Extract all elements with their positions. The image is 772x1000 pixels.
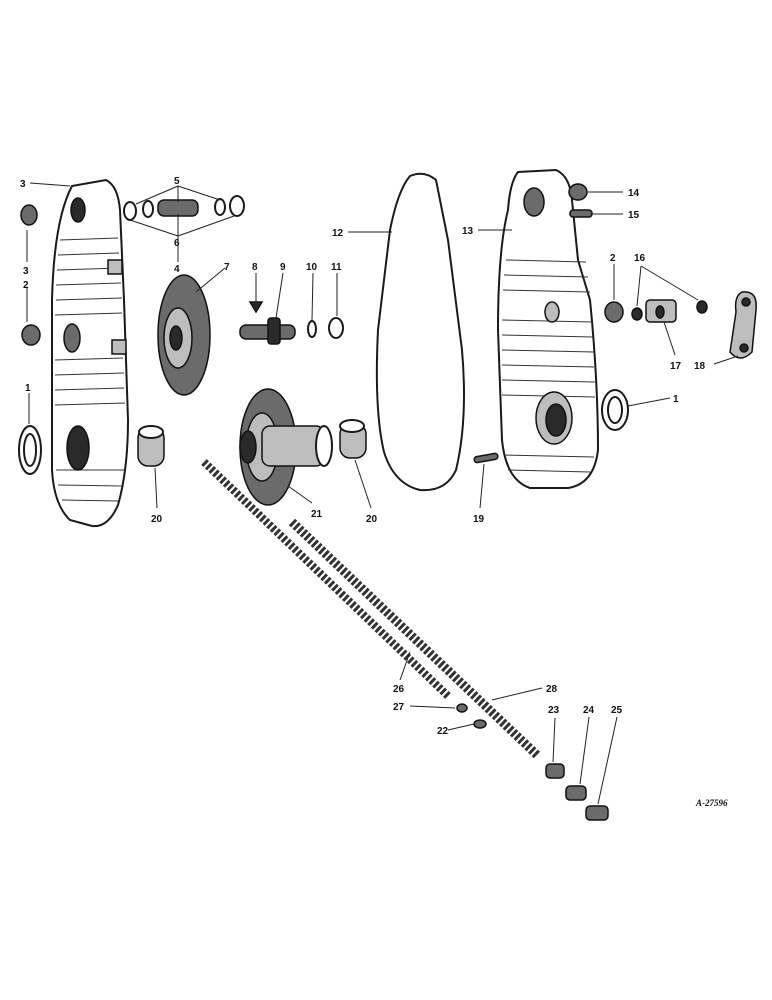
clamp-17 bbox=[645, 299, 677, 323]
leader-lines bbox=[26, 182, 739, 805]
callout-17: 17 bbox=[670, 361, 682, 372]
plug-14 bbox=[568, 183, 588, 201]
callout-15: 15 bbox=[628, 210, 640, 221]
callout-26-upper: 26 bbox=[393, 684, 405, 695]
bushing-3-left bbox=[20, 204, 38, 226]
callout-1-right: 1 bbox=[673, 394, 679, 405]
right-housing-cover bbox=[496, 168, 600, 489]
callout-8: 8 bbox=[252, 262, 258, 273]
callout-28: 28 bbox=[546, 684, 558, 695]
callout-2-left: 2 bbox=[23, 280, 29, 291]
callout-19: 19 bbox=[473, 514, 485, 525]
chain-26 bbox=[201, 459, 451, 699]
callout-2-right: 2 bbox=[610, 253, 616, 264]
shaft-assembly-8-11 bbox=[239, 301, 344, 345]
callout-27: 27 bbox=[393, 702, 405, 713]
callout-18: 18 bbox=[694, 361, 706, 372]
callout-10: 10 bbox=[306, 262, 318, 273]
bushing-2-left bbox=[21, 324, 41, 346]
seal-1-left bbox=[18, 425, 42, 475]
callout-20-left: 20 bbox=[151, 514, 163, 525]
callout-labels: 3 3 2 1 5 6 4 7 8 9 10 11 12 13 14 15 2 … bbox=[20, 176, 728, 808]
callout-6: 6 bbox=[174, 238, 180, 249]
callout-1-left: 1 bbox=[25, 383, 31, 394]
callout-22: 22 bbox=[437, 726, 449, 737]
callout-20-right: 20 bbox=[366, 514, 378, 525]
callout-7: 7 bbox=[224, 262, 230, 273]
screw-15 bbox=[569, 209, 593, 218]
callout-21: 21 bbox=[311, 509, 323, 520]
callout-3-mid: 3 bbox=[23, 266, 29, 277]
callout-9: 9 bbox=[280, 262, 286, 273]
left-housing-cover bbox=[51, 178, 130, 528]
link-parts bbox=[456, 703, 609, 821]
bearing-cup-20-right bbox=[339, 419, 367, 459]
chain-28 bbox=[288, 518, 542, 760]
callout-5: 5 bbox=[174, 176, 180, 187]
drawing-id: A-27596 bbox=[695, 798, 728, 808]
callout-23: 23 bbox=[548, 705, 560, 716]
dowel-19 bbox=[473, 452, 499, 464]
seal-1-right bbox=[601, 389, 629, 431]
bearing-cup-20-left bbox=[137, 425, 165, 467]
callout-16: 16 bbox=[634, 253, 646, 264]
callout-4: 4 bbox=[174, 264, 180, 275]
callout-24: 24 bbox=[583, 705, 595, 716]
nut-16-b bbox=[696, 300, 708, 314]
callout-3-top: 3 bbox=[20, 179, 26, 190]
bevel-gear-7 bbox=[157, 274, 211, 396]
callout-12: 12 bbox=[332, 228, 344, 239]
pin-and-washers bbox=[123, 195, 245, 221]
callout-25: 25 bbox=[611, 705, 623, 716]
sprocket-21 bbox=[239, 388, 333, 506]
callout-11: 11 bbox=[331, 262, 342, 273]
bushing-2-right bbox=[604, 301, 624, 323]
callout-14: 14 bbox=[628, 188, 640, 199]
gasket-12 bbox=[375, 172, 465, 492]
callout-13: 13 bbox=[462, 226, 474, 237]
bracket-18 bbox=[729, 291, 757, 359]
nut-16-a bbox=[631, 307, 643, 321]
